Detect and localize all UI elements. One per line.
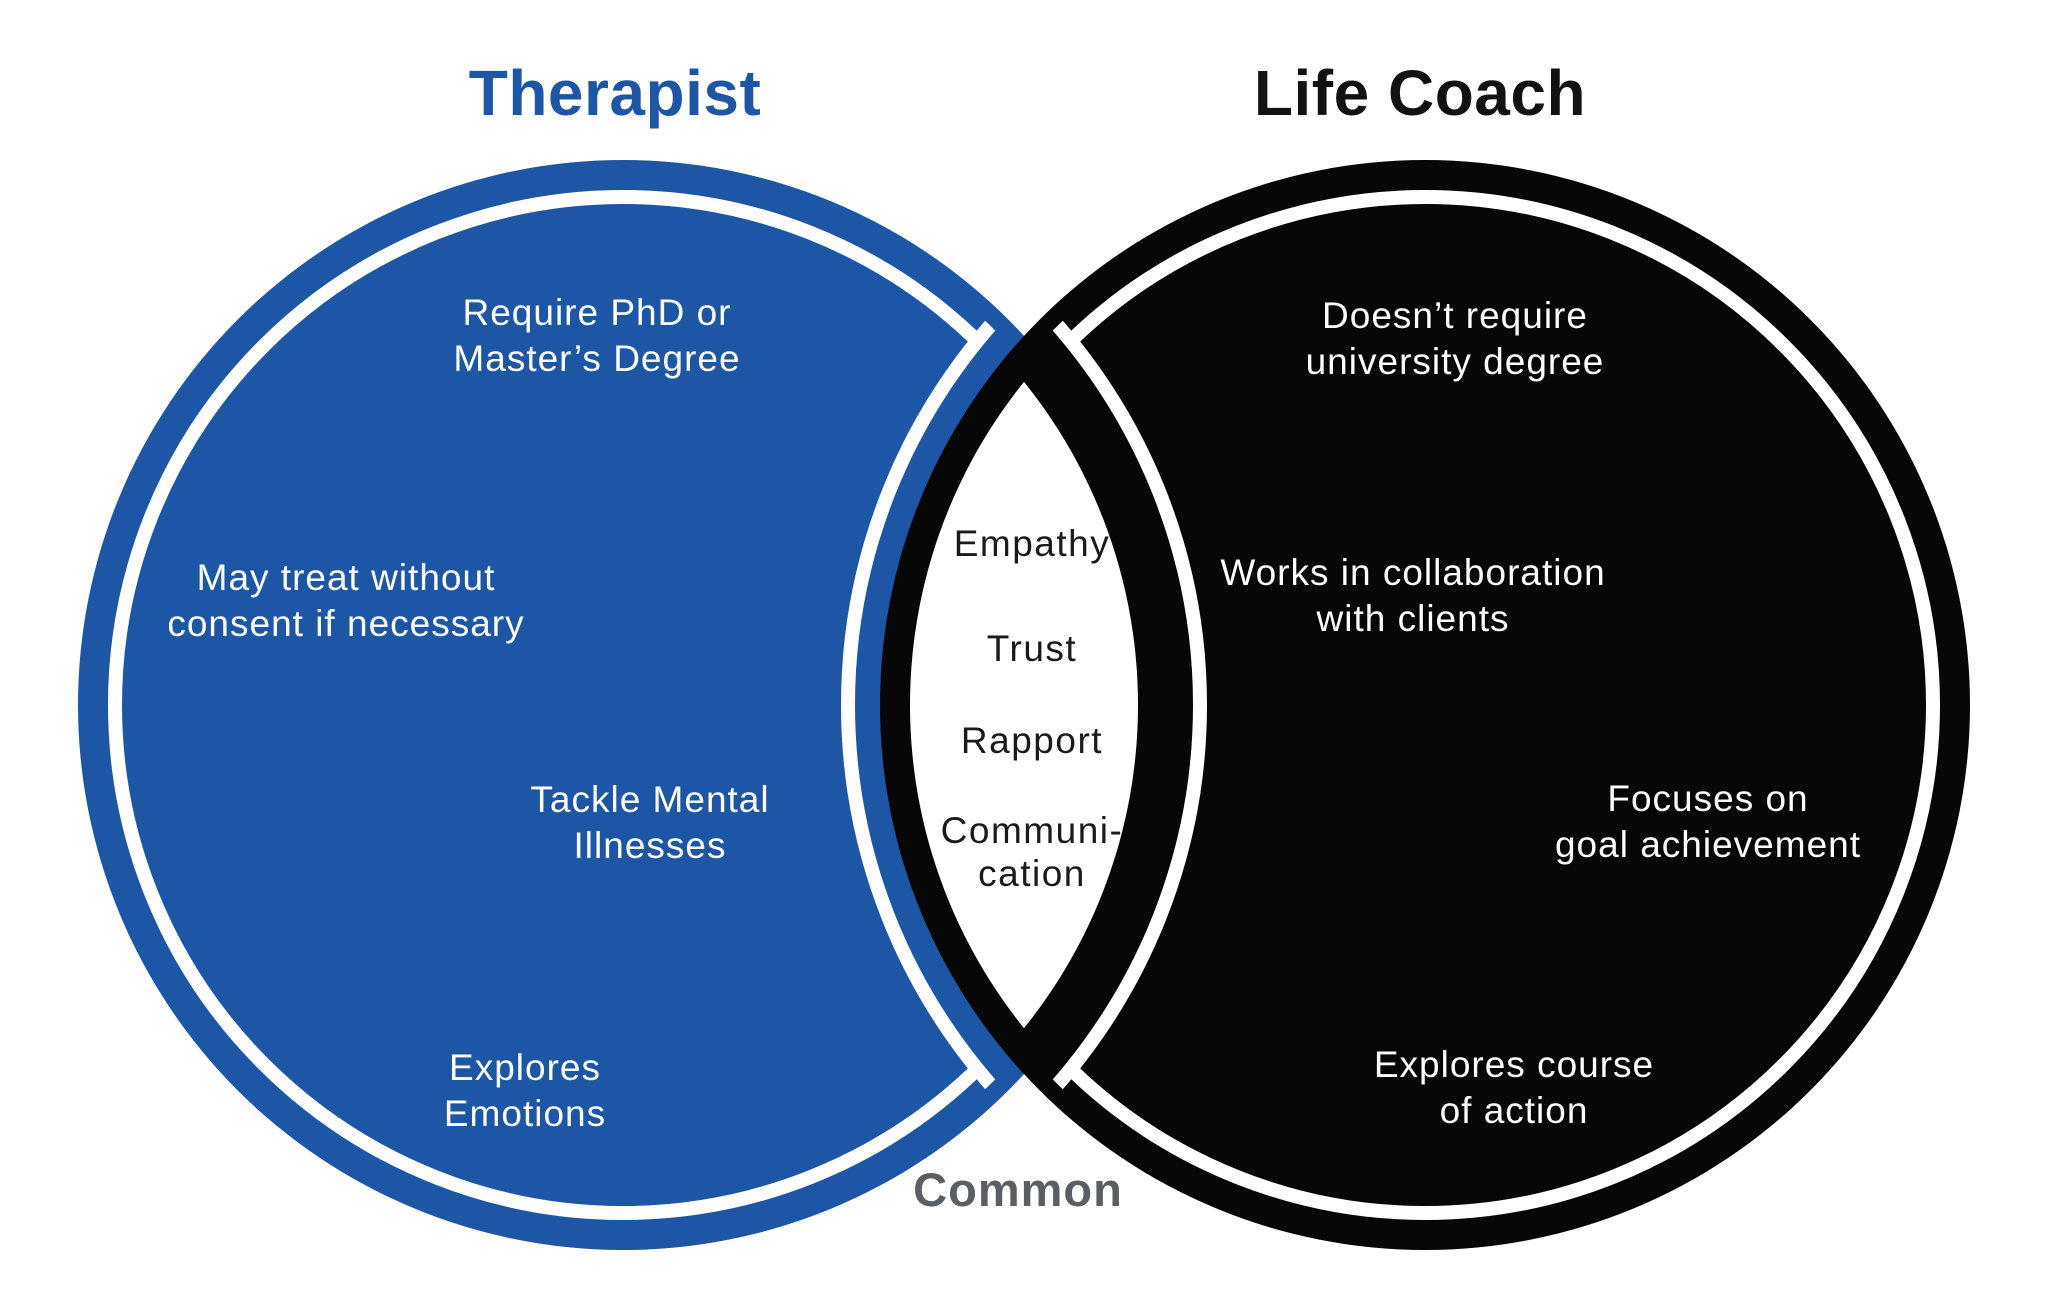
life-coach-circle — [880, 160, 1970, 1250]
therapist-item-line: consent if necessary — [167, 603, 524, 644]
therapist-item-line: Require PhD or — [462, 292, 731, 333]
therapist-item-line: Emotions — [444, 1093, 606, 1134]
overlap-item: Rapport — [961, 720, 1103, 761]
therapist-item-line: May treat without — [197, 557, 496, 598]
overlap-item: Trust — [987, 628, 1077, 669]
therapist-title: Therapist — [469, 57, 762, 129]
overlap-item-line: cation — [978, 853, 1086, 894]
therapist-circle — [78, 160, 1168, 1250]
life-coach-item-line: Focuses on — [1607, 778, 1808, 819]
life-coach-item-line: Explores course — [1374, 1044, 1654, 1085]
life-coach-title: Life Coach — [1254, 57, 1586, 129]
overlap-items: Empathy Trust Rapport Communi- cation — [941, 523, 1124, 894]
life-coach-item-line: of action — [1440, 1090, 1589, 1131]
life-coach-lens-arc — [39, 121, 1207, 1289]
therapist-item-line: Master’s Degree — [453, 338, 740, 379]
overlap-item: Empathy — [954, 523, 1111, 564]
life-coach-inner-ring — [910, 190, 1940, 1220]
life-coach-item-line: with clients — [1316, 598, 1510, 639]
therapist-item-line: Tackle Mental — [530, 779, 769, 820]
life-coach-item-line: Doesn’t require — [1322, 295, 1588, 336]
therapist-items: Require PhD or Master’s Degree May treat… — [167, 292, 769, 1134]
therapist-item-line: Explores — [449, 1047, 601, 1088]
life-coach-items: Doesn’t require university degree Works … — [1220, 295, 1861, 1131]
life-coach-item-line: goal achievement — [1555, 824, 1861, 865]
therapist-item-line: Illnesses — [574, 825, 727, 866]
therapist-inner-ring — [108, 190, 1138, 1220]
life-coach-item-line: Works in collaboration — [1220, 552, 1605, 593]
overlap-item-line: Communi- — [941, 810, 1124, 851]
life-coach-item-line: university degree — [1306, 341, 1605, 382]
common-label: Common — [913, 1163, 1123, 1216]
therapist-lens-arc — [841, 121, 2009, 1289]
